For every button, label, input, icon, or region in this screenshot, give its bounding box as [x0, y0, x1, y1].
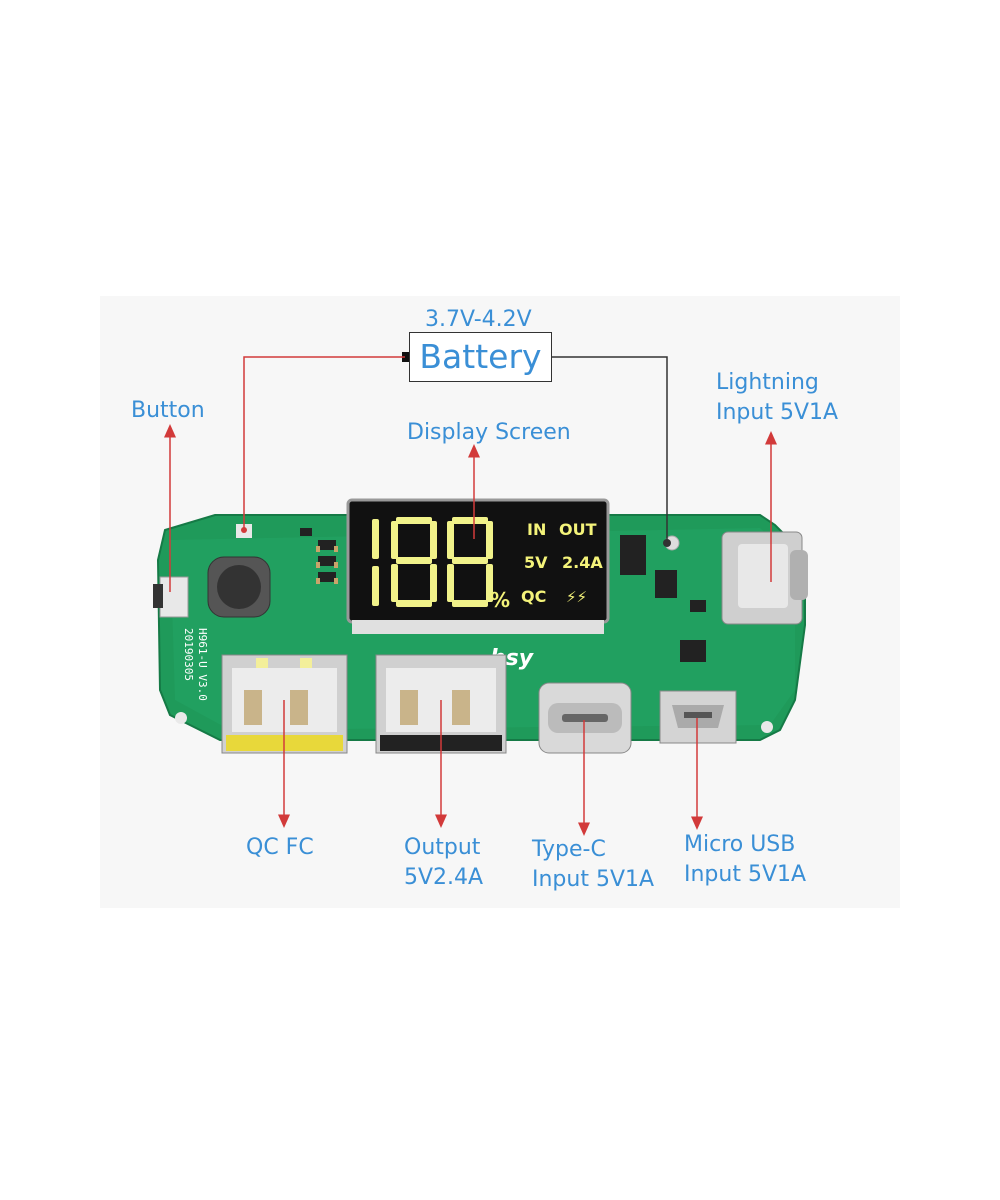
lightning-label-line1: Lightning [716, 370, 819, 395]
output-label-line1: Output [404, 835, 481, 860]
button-switch [159, 576, 189, 618]
mount-hole [761, 721, 773, 733]
battery-voltage-label: 3.7V-4.2V [425, 307, 532, 332]
lightning-label-line2: Input 5V1A [716, 400, 839, 425]
display-amps: 2.4A [562, 553, 603, 572]
type-c-label-line1: Type-C [532, 837, 606, 862]
battery-label: Battery [419, 337, 542, 376]
lightning-label: Lightning Input 5V1A [716, 368, 838, 428]
qc-fc-label: QC FC [246, 835, 314, 860]
display-screen-label: Display Screen [407, 420, 571, 445]
display-volts: 5V [524, 553, 548, 572]
type-c-label-line2: Input 5V1A [532, 867, 655, 892]
battery-box: Battery [409, 332, 552, 382]
type-c-label: Type-C Input 5V1A [532, 835, 654, 895]
display-bolts: ⚡⚡ [566, 588, 587, 606]
display-qc: QC [521, 587, 546, 606]
board-model-text: H961-U V3.0 [196, 628, 209, 701]
micro-usb-label-line2: Input 5V1A [684, 862, 807, 887]
output-label: Output 5V2.4A [404, 833, 483, 893]
display-out: OUT [559, 520, 597, 539]
display-percent: % [490, 588, 510, 612]
micro-usb-label-line1: Micro USB [684, 832, 796, 857]
mount-hole [175, 712, 187, 724]
display-in: IN [527, 520, 546, 539]
board-date-text: 20190305 [182, 628, 195, 681]
output-label-line2: 5V2.4A [404, 865, 484, 890]
button-label: Button [131, 398, 205, 423]
micro-usb-label: Micro USB Input 5V1A [684, 830, 806, 890]
display-digits [372, 517, 493, 607]
